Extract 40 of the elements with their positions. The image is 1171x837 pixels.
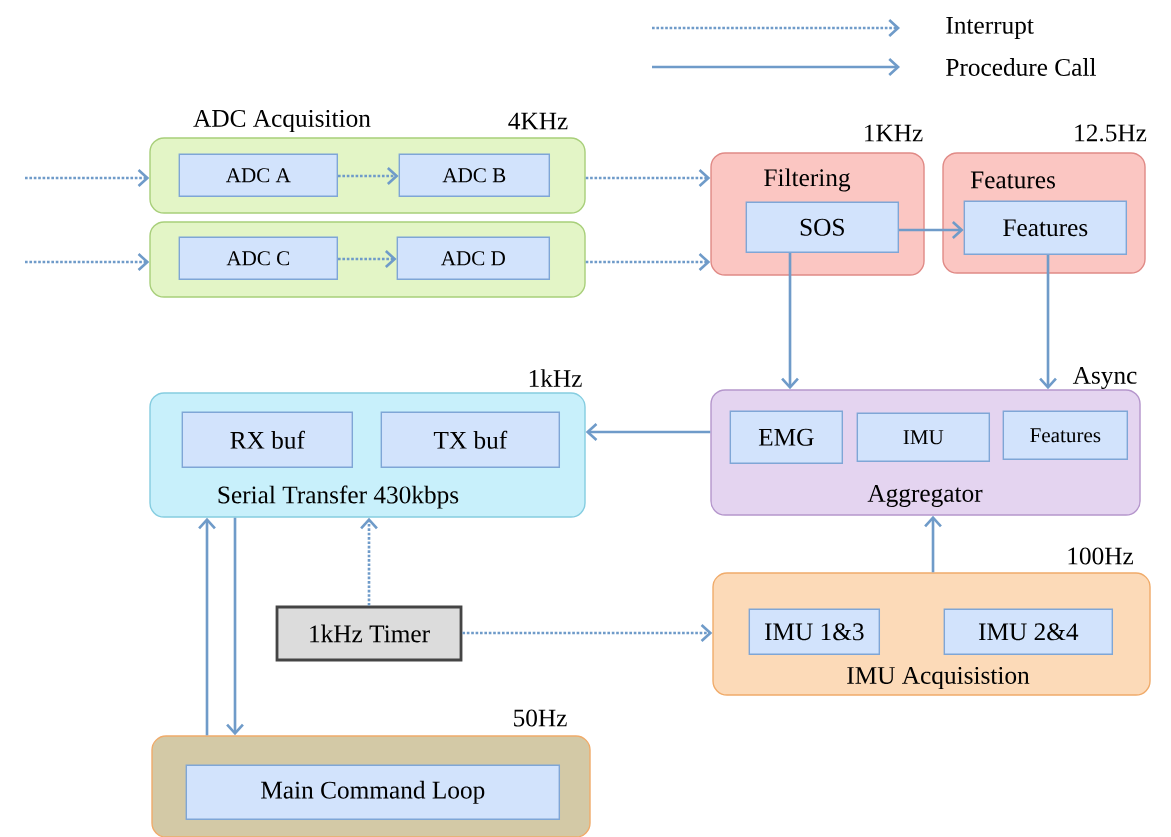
- arrow: [585, 169, 711, 187]
- rate-label: 100Hz: [1068, 547, 1134, 565]
- timer-box: 1kHz Timer: [275, 605, 463, 662]
- arrow: [1039, 255, 1057, 390]
- rate-label: 12.5Hz: [1075, 124, 1147, 142]
- arrow: [585, 423, 711, 441]
- rate-label: 4KHz: [508, 112, 568, 130]
- process-box: RX buf: [181, 411, 353, 468]
- process-box: IMU 1&3: [748, 608, 880, 655]
- arrow: [25, 169, 150, 187]
- process-box: SOS: [745, 201, 899, 253]
- process-box: EMG: [729, 410, 843, 464]
- process-box: ADC D: [396, 236, 550, 280]
- process-box: Features: [1002, 410, 1128, 460]
- rate-label: Async: [1072, 366, 1137, 390]
- node-label: ADC Acquisition: [193, 109, 371, 133]
- arrow: [899, 221, 964, 239]
- arrow: [781, 253, 799, 390]
- rate-label: 50Hz: [514, 709, 567, 727]
- process-box: IMU 2&4: [943, 608, 1113, 655]
- arrow: [338, 167, 399, 185]
- arrow: [338, 250, 397, 268]
- process-box: IMU: [856, 412, 990, 462]
- rate-label: 1kHz: [529, 369, 582, 387]
- legend-label: Procedure Call: [946, 58, 1096, 76]
- process-box: TX buf: [380, 411, 560, 468]
- arrow: [198, 517, 216, 736]
- arrow: [360, 517, 378, 606]
- process-box: ADC C: [178, 236, 338, 280]
- arrow: [226, 517, 244, 736]
- process-box: Main Command Loop: [185, 764, 560, 820]
- process-box: ADC B: [398, 153, 550, 197]
- arrow: [25, 253, 150, 271]
- rate-label: 1KHz: [865, 124, 923, 142]
- process-box: ADC A: [178, 153, 338, 197]
- arrow: [462, 624, 713, 642]
- arrow: [924, 515, 942, 573]
- legend-label: Interrupt: [946, 17, 1034, 39]
- process-box: Features: [963, 200, 1128, 255]
- arrow: [585, 253, 711, 271]
